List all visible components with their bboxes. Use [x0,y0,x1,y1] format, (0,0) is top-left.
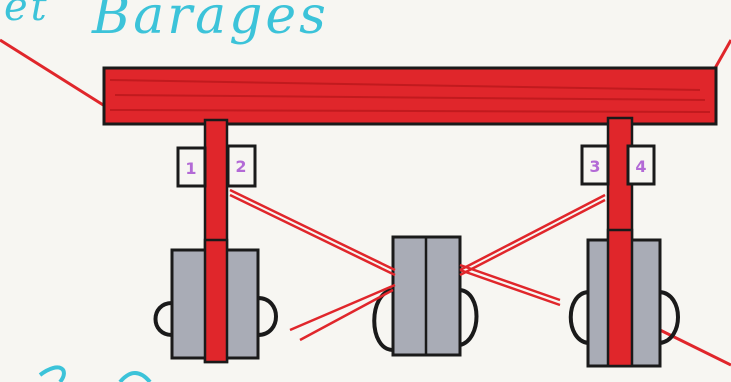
badge-1-label: 1 [185,159,196,178]
stroke-left [0,40,108,108]
bottom-handwriting [40,367,150,382]
top-beam [104,68,716,124]
middle-barrier [374,237,476,355]
badge-2: 2 [228,146,255,186]
badge-1: 1 [178,148,205,186]
stroke-right [714,40,731,70]
badge-4-label: 4 [635,157,646,176]
badge-3: 3 [582,146,608,184]
badge-3-label: 3 [589,157,600,176]
badge-2-label: 2 [235,157,246,176]
badge-4: 4 [628,146,654,184]
